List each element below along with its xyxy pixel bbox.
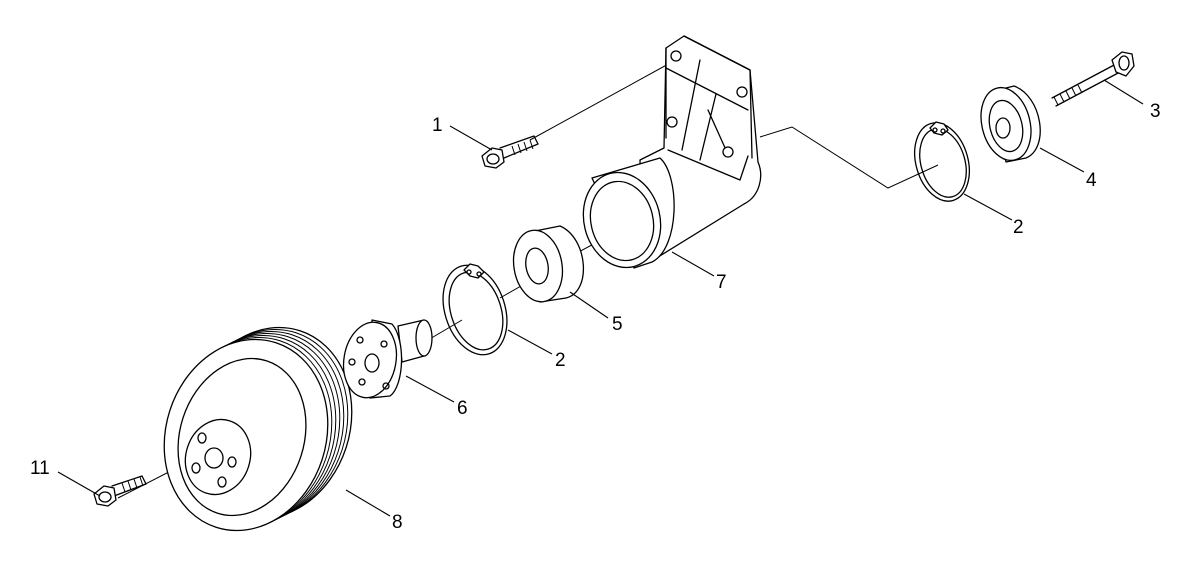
- bolt-part-3: [1051, 51, 1135, 107]
- hub-part-6: [342, 319, 433, 399]
- bushing-part-5: [512, 225, 585, 303]
- leader-lines: [57, 79, 1144, 517]
- callout-3: 3: [1150, 101, 1161, 122]
- callout-11: 11: [30, 458, 50, 479]
- bolt-part-11: [93, 475, 147, 507]
- pulley-part-8: [163, 326, 353, 532]
- callout-2-rear: 2: [1013, 217, 1024, 238]
- callout-2-front: 2: [555, 350, 566, 371]
- snap-ring-part-2-front: [442, 263, 508, 356]
- washer-part-4: [980, 85, 1041, 163]
- bracket-housing-part-7: [582, 35, 762, 269]
- callout-5: 5: [612, 314, 623, 335]
- callout-8: 8: [392, 512, 403, 533]
- callout-labels: 1 3 4 2 7 5 2 6 8 11: [30, 101, 1161, 533]
- callout-6: 6: [457, 398, 468, 419]
- snap-ring-part-2-rear: [914, 121, 970, 202]
- bolt-part-1: [481, 135, 539, 169]
- callout-4: 4: [1086, 170, 1097, 191]
- callout-1: 1: [432, 115, 443, 136]
- callout-7: 7: [716, 272, 727, 293]
